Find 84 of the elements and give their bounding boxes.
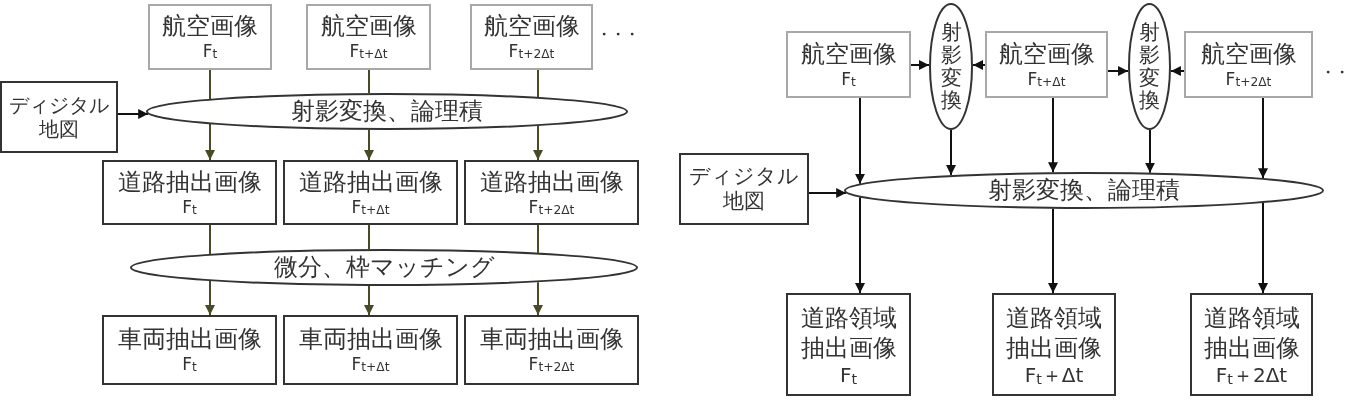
ellipse-label: 射影変換 [940,21,962,112]
process-ellipse [146,93,628,130]
arrow [364,284,374,316]
arrow [533,281,543,316]
arrow [808,188,848,198]
arrow [117,109,150,119]
connector-line [368,224,370,251]
ellipsis-dots: ・・・ [597,27,639,41]
arrow [946,129,956,177]
box-label: 航空画像 [998,39,1095,69]
frame-label: F$_{t}$ [841,68,856,90]
box-label: ディジタル地図 [8,93,110,141]
box-label: 車両抽出画像 [117,325,262,355]
process-box [679,153,809,225]
box-label: 航空画像 [162,12,258,42]
process-box [786,293,911,396]
process-box [306,4,431,70]
connector-line [537,224,539,254]
process-box [464,160,639,225]
ellipse-label: 射影変換、論理積 [291,97,483,126]
arrow [1258,97,1268,180]
frame-label: F$_{t+2Δt}$ [1225,68,1272,90]
arrow [1258,201,1268,294]
arrow [855,196,865,294]
process-ellipse [844,172,1324,209]
process-box [786,31,911,98]
arrow [205,280,215,316]
connector-line [209,224,211,255]
connector-line [368,69,370,95]
box-label: 道路抽出画像 [298,167,443,197]
process-box [148,4,272,70]
arrow [1107,66,1130,76]
frame-label: F$_{t}$ [202,41,218,62]
process-box [1190,293,1313,396]
arrow [910,60,930,70]
frame-label: F$_{t+Δt}$ [1027,68,1066,90]
box-label: 道路領域抽出画像 [1005,302,1103,363]
process-box [283,315,458,385]
arrow [1048,97,1058,174]
arrow [1145,129,1155,174]
ellipse-label: 微分、枠マッチング [273,253,495,282]
process-box [992,293,1116,396]
arrow [972,60,986,70]
process-ellipse [1128,3,1171,130]
box-label: 航空画像 [483,12,580,42]
process-box [464,315,639,385]
frame-label: F$_{t+2Δt}$ [508,41,555,62]
process-box [985,31,1108,98]
process-box [470,4,593,70]
process-box [102,315,277,385]
arrow [1169,66,1185,76]
frame-label: F$_{t+2Δt}$ [528,196,575,218]
arrow [1048,207,1058,294]
process-box [1184,31,1313,98]
arrow [205,123,215,161]
arrow [364,128,374,161]
frame-label: F$_{t+Δt}$ [351,196,390,218]
box-label: ディジタル地図 [688,163,800,215]
frame-label: F$_{t+2Δt}$ [528,354,575,375]
frame-label: F$_{t+Δt}$ [351,354,390,375]
process-box [283,160,458,225]
box-label: 道路抽出画像 [117,167,262,197]
process-box [102,160,277,225]
arrow [533,124,543,161]
process-ellipse [130,249,638,286]
ellipse-label: 射影変換、論理積 [988,176,1180,205]
box-label: 車両抽出画像 [479,325,624,355]
box-label: 航空画像 [1200,39,1297,69]
box-label: 道路領域抽出画像 [799,302,898,363]
process-box [0,81,118,153]
ellipsis-dots: ・・ [1321,65,1349,79]
process-ellipse [929,3,973,130]
frame-label: F$_{t}$ [182,354,197,375]
connector-line [209,69,211,100]
box-label: 道路領域抽出画像 [1202,302,1301,363]
box-label: 道路抽出画像 [479,167,624,197]
box-label: 航空画像 [800,39,897,69]
connector-line [537,69,539,99]
arrow [855,97,865,185]
ellipse-label: 射影変換 [1139,21,1160,112]
frame-label: F$_{t+Δt}$ [349,41,388,62]
box-label: 航空画像 [320,12,417,42]
frame-label: F$_{t}$ [182,196,197,218]
box-label: 車両抽出画像 [298,325,443,355]
